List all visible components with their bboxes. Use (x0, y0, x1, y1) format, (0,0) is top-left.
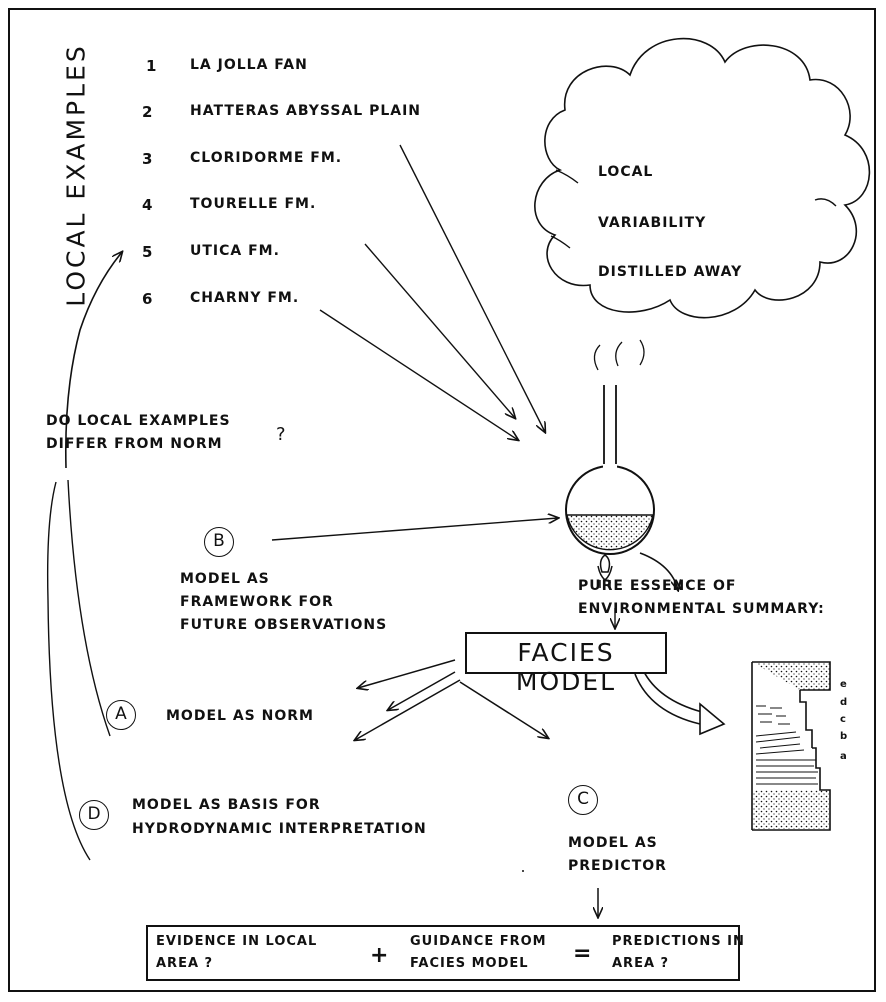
example-number: 2 (142, 103, 154, 121)
c-line-1: MODEL AS (568, 835, 658, 851)
sediment-column-icon (751, 661, 831, 831)
equation-right-line-1: PREDICTIONS IN (612, 934, 745, 949)
column-label-e: e (840, 679, 847, 690)
example-number: 3 (142, 150, 154, 168)
question-line-1: DO LOCAL EXAMPLES (46, 413, 231, 429)
column-label-a: a (840, 751, 847, 762)
question-mark: ? (276, 424, 287, 445)
essence-line-1: PURE ESSENCE OF (578, 578, 737, 594)
a-label: MODEL AS NORM (166, 708, 314, 724)
diagram-frame (8, 8, 876, 992)
b-line-1: MODEL AS (180, 571, 270, 587)
example-label: TOURELLE FM. (190, 196, 317, 212)
essence-line-2: ENVIRONMENTAL SUMMARY: (578, 601, 825, 617)
local-examples-title: LOCAL EXAMPLES (61, 43, 91, 307)
b-line-3: FUTURE OBSERVATIONS (180, 617, 388, 633)
example-number: 6 (142, 290, 154, 308)
a-circle-label: A (106, 700, 136, 730)
flask-icon (565, 385, 655, 555)
burner-flame-icon (597, 554, 613, 588)
equals-sign: = (573, 941, 592, 966)
column-label-d: d (840, 697, 848, 708)
column-label-c: c (840, 714, 846, 725)
c-circle-label: C (568, 785, 598, 815)
facies-model-label: FACIES MODEL (515, 638, 617, 696)
example-label: CLORIDORME FM. (190, 150, 343, 166)
facies-model-box: FACIES MODEL (465, 632, 667, 696)
example-number: 4 (142, 196, 154, 214)
equation-middle-line-1: GUIDANCE FROM (410, 934, 547, 949)
cloud-shape (534, 37, 871, 319)
equation-right-line-2: AREA ? (612, 956, 670, 971)
cloud-line-1: LOCAL (598, 164, 654, 180)
d-line-2: HYDRODYNAMIC INTERPRETATION (132, 821, 427, 837)
equation-middle-line-2: FACIES MODEL (410, 956, 529, 971)
example-label: CHARNY FM. (190, 290, 300, 306)
question-line-2: DIFFER FROM NORM (46, 436, 223, 452)
b-circle-label: B (204, 527, 234, 557)
c-line-2: PREDICTOR (568, 858, 667, 874)
d-circle-label: D (79, 800, 109, 830)
example-label: HATTERAS ABYSSAL PLAIN (190, 103, 422, 119)
prediction-equation-box: EVIDENCE IN LOCAL AREA ? + GUIDANCE FROM… (146, 925, 744, 981)
equation-left-line-1: EVIDENCE IN LOCAL (156, 934, 318, 949)
cloud-line-3: DISTILLED AWAY (598, 264, 743, 280)
cloud-line-2: VARIABILITY (598, 215, 707, 231)
example-label: UTICA FM. (190, 243, 280, 259)
plus-sign: + (370, 943, 389, 968)
d-line-1: MODEL AS BASIS FOR (132, 797, 321, 813)
b-line-2: FRAMEWORK FOR (180, 594, 334, 610)
example-label: LA JOLLA FAN (190, 57, 308, 73)
example-number: 1 (146, 57, 158, 75)
column-label-b: b (840, 731, 848, 742)
example-number: 5 (142, 243, 154, 261)
equation-left-line-2: AREA ? (156, 956, 214, 971)
